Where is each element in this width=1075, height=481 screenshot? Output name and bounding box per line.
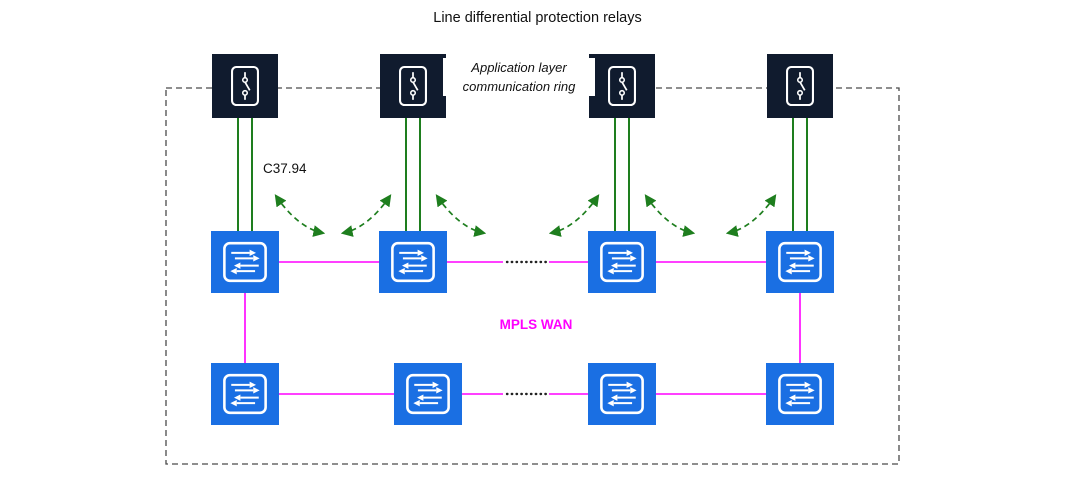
relay-node-1 <box>212 54 278 118</box>
mpls-switch-icon <box>406 373 450 415</box>
relay-node-3 <box>589 54 655 118</box>
diagram-title: Line differential protection relays <box>433 10 642 26</box>
protection-relay-icon <box>231 65 259 107</box>
mpls-links <box>244 261 801 395</box>
application-ring-label-line1: Application layer <box>471 60 567 75</box>
mpls-wan-label: MPLS WAN <box>499 317 573 332</box>
mpls-switch-icon <box>778 241 822 283</box>
protection-relay-icon <box>786 65 814 107</box>
continuation-dots <box>505 260 548 396</box>
wan-switch-top-2 <box>379 231 447 293</box>
wan-switch-bottom-3 <box>588 363 656 425</box>
wan-switch-top-4 <box>766 231 834 293</box>
protection-relay-icon <box>399 65 427 107</box>
c3794-protocol-label: C37.94 <box>263 161 307 176</box>
mpls-switch-icon <box>600 241 644 283</box>
relay-to-switch-links <box>237 116 808 232</box>
mpls-switch-icon <box>223 241 267 283</box>
wan-switch-top-3 <box>588 231 656 293</box>
application-ring-label: Application layer communication ring <box>443 58 595 96</box>
relay-node-2 <box>380 54 446 118</box>
mpls-switch-icon <box>391 241 435 283</box>
wan-boundary-box <box>165 87 900 465</box>
mpls-switch-icon <box>223 373 267 415</box>
relay-node-4 <box>767 54 833 118</box>
application-ring-label-line2: communication ring <box>462 79 576 94</box>
wan-switch-bottom-4 <box>766 363 834 425</box>
protection-relay-icon <box>608 65 636 107</box>
mpls-switch-icon <box>600 373 644 415</box>
wan-switch-bottom-2 <box>394 363 462 425</box>
wan-switch-bottom-1 <box>211 363 279 425</box>
wan-switch-top-1 <box>211 231 279 293</box>
mpls-switch-icon <box>778 373 822 415</box>
application-ring-arcs <box>274 194 777 237</box>
